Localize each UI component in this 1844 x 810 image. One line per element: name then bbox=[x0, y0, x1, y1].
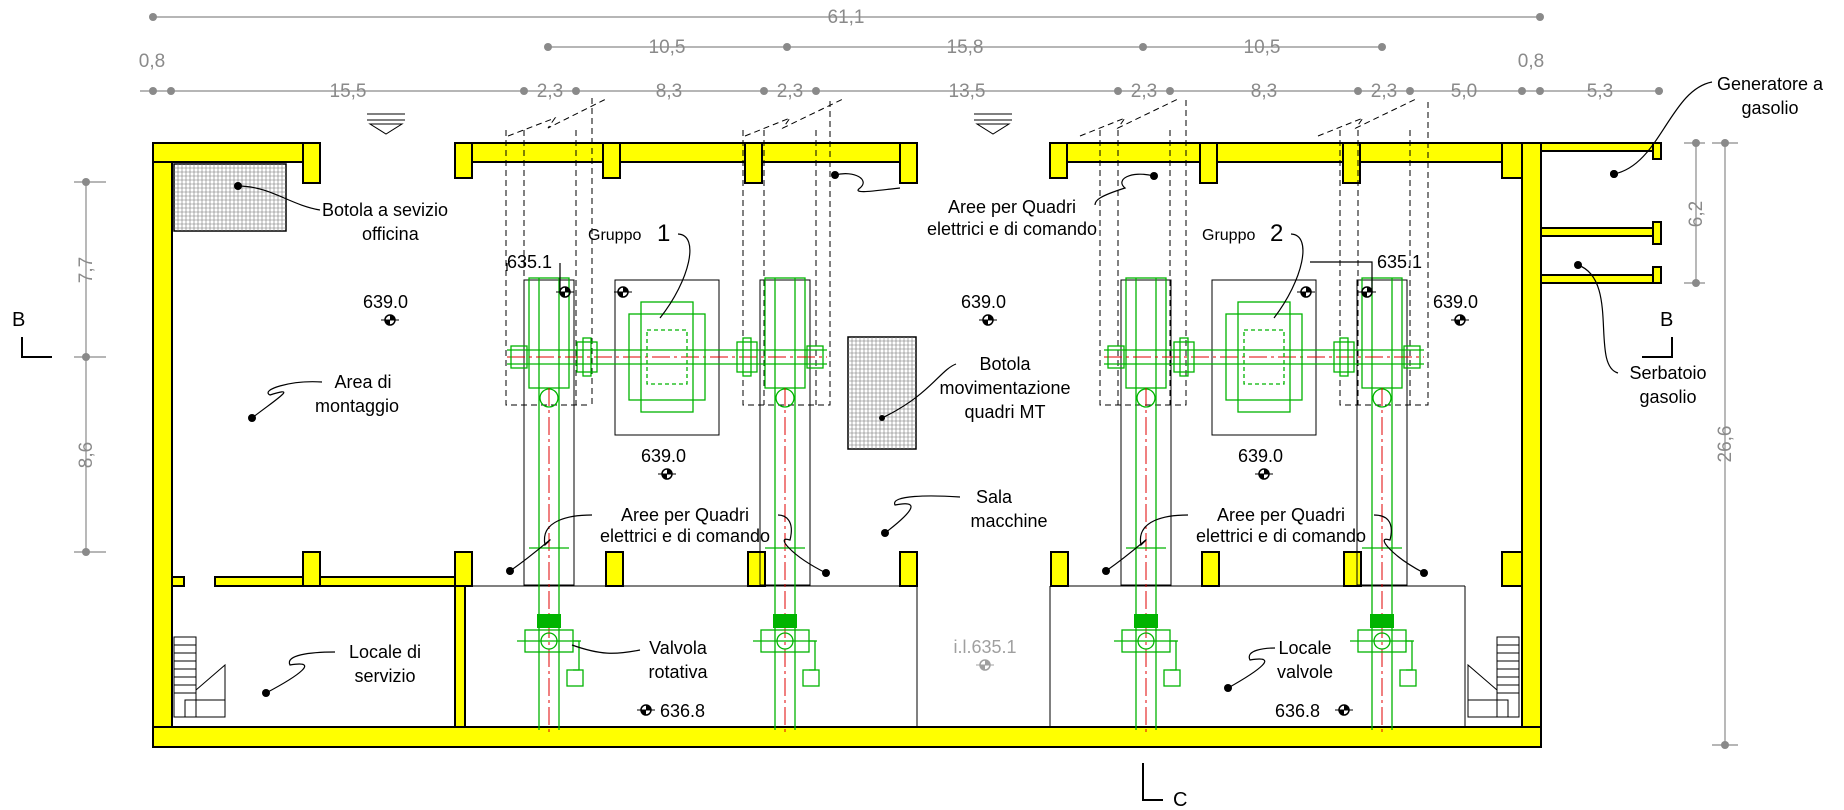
label-generatore-1: Generatore a bbox=[1717, 74, 1824, 94]
dim-right-total: 26,6 bbox=[1715, 426, 1736, 463]
label-gruppo-2-num: 2 bbox=[1270, 220, 1283, 247]
hatch-officina-icon bbox=[173, 163, 287, 232]
label-aree-right-2: elettrici e di comando bbox=[1196, 526, 1366, 546]
dim-r3-1: 15,5 bbox=[330, 81, 367, 102]
label-aree-top-2: elettrici e di comando bbox=[927, 219, 1097, 239]
level-639-c: 639.0 bbox=[1433, 292, 1478, 312]
turbine-unit bbox=[507, 277, 827, 735]
label-aree-left-1: Aree per Quadri bbox=[621, 505, 749, 525]
level-triangle-icon bbox=[367, 113, 405, 135]
label-serbatoio-2: gasolio bbox=[1639, 387, 1696, 407]
label-locale-servizio-2: servizio bbox=[354, 666, 415, 686]
elevation-marker-icon bbox=[1358, 286, 1376, 298]
dim-r3-11: 5,3 bbox=[1587, 81, 1613, 102]
turbine-units bbox=[507, 277, 1424, 735]
walls bbox=[152, 142, 1662, 748]
dimension-lines: 61,1 10,5 15,8 10,5 0,8 15,5 2,3 8,3 2,3… bbox=[74, 7, 1738, 749]
label-generatore-2: gasolio bbox=[1741, 98, 1798, 118]
label-botola-mt-2: movimentazione bbox=[939, 378, 1070, 398]
stair-icon bbox=[173, 636, 226, 718]
dim-right-small: 6,2 bbox=[1686, 201, 1707, 227]
label-botola-officina-1: Botola a sevizio bbox=[322, 200, 448, 220]
dashed-outlines bbox=[505, 97, 1429, 406]
dim-top-1: 10,5 bbox=[649, 37, 686, 58]
label-botola-mt-1: Botola bbox=[979, 354, 1031, 374]
level-636-right: 636.8 bbox=[1275, 701, 1320, 721]
dim-left-1: 7,7 bbox=[76, 257, 97, 283]
dim-top-3: 10,5 bbox=[1244, 37, 1281, 58]
elevations: 635.1 635.1 639.0 639.0 639.0 639.0 639.… bbox=[363, 252, 1478, 721]
dim-top-2: 15,8 bbox=[947, 37, 984, 58]
dim-r3-10: 0,8 bbox=[1518, 51, 1544, 72]
dim-r3-5: 13,5 bbox=[949, 81, 986, 102]
dim-r3-2: 2,3 bbox=[537, 81, 563, 102]
label-botola-officina-2: officina bbox=[362, 224, 420, 244]
label-sala-1: Sala bbox=[976, 487, 1013, 507]
level-markers-top bbox=[367, 113, 1012, 135]
section-b-left: B bbox=[12, 309, 25, 331]
elevation-markers bbox=[381, 261, 1469, 716]
level-635-right: 635.1 bbox=[1377, 252, 1422, 272]
level-639-b: 639.0 bbox=[961, 292, 1006, 312]
level-636-left: 636.8 bbox=[660, 701, 705, 721]
turbine-unit bbox=[1104, 277, 1424, 735]
dim-r3-9: 5,0 bbox=[1451, 81, 1477, 102]
label-botola-mt-3: quadri MT bbox=[964, 402, 1045, 422]
label-aree-left-2: elettrici e di comando bbox=[600, 526, 770, 546]
label-valvola-2: rotativa bbox=[648, 662, 708, 682]
dim-r3-4: 2,3 bbox=[777, 81, 803, 102]
dim-r3-3: 8,3 bbox=[656, 81, 682, 102]
elevation-marker-icon bbox=[1451, 314, 1469, 326]
hatch-mt-icon bbox=[847, 336, 917, 450]
dim-r3-6: 2,3 bbox=[1131, 81, 1157, 102]
level-639-d: 639.0 bbox=[641, 446, 686, 466]
label-area-montaggio-1: Area di bbox=[334, 372, 391, 392]
section-b-right: B bbox=[1660, 309, 1673, 331]
section-markers: B B C bbox=[12, 309, 1673, 810]
labels: Botola a sevizio officina Aree per Quadr… bbox=[234, 74, 1824, 697]
dim-r3-0: 0,8 bbox=[139, 51, 165, 72]
level-il635: i.l.635.1 bbox=[953, 637, 1016, 657]
label-valvola-1: Valvola bbox=[649, 638, 708, 658]
level-639-e: 639.0 bbox=[1238, 446, 1283, 466]
elevation-marker-icon bbox=[979, 314, 997, 326]
level-triangle-icon bbox=[974, 113, 1012, 135]
dim-r3-7: 8,3 bbox=[1251, 81, 1277, 102]
label-locale-servizio-1: Locale di bbox=[349, 642, 421, 662]
label-locale-valvole-1: Locale bbox=[1278, 638, 1331, 658]
elevation-marker-icon bbox=[614, 286, 632, 298]
elevation-marker-icon bbox=[637, 704, 655, 716]
stair-icon bbox=[1467, 636, 1520, 718]
label-sala-2: macchine bbox=[970, 511, 1047, 531]
label-gruppo-1-num: 1 bbox=[657, 220, 670, 247]
level-635-left: 635.1 bbox=[507, 252, 552, 272]
dim-total: 61,1 bbox=[828, 7, 865, 28]
label-aree-top-1: Aree per Quadri bbox=[948, 197, 1076, 217]
dim-r3-8: 2,3 bbox=[1371, 81, 1397, 102]
elevation-marker-icon bbox=[658, 468, 676, 480]
label-aree-right-1: Aree per Quadri bbox=[1217, 505, 1345, 525]
elevation-marker-icon bbox=[556, 286, 574, 298]
label-gruppo-2-word: Gruppo bbox=[1202, 227, 1255, 244]
dim-left-2: 8,6 bbox=[76, 442, 97, 468]
label-serbatoio-1: Serbatoio bbox=[1629, 363, 1706, 383]
section-c: C bbox=[1173, 789, 1187, 810]
elevation-marker-icon bbox=[1335, 704, 1353, 716]
elevation-marker-icon bbox=[381, 314, 399, 326]
level-639-a: 639.0 bbox=[363, 292, 408, 312]
elevation-marker-icon bbox=[976, 659, 994, 671]
elevation-marker-icon bbox=[1255, 468, 1273, 480]
label-locale-valvole-2: valvole bbox=[1277, 662, 1333, 682]
label-gruppo-1-word: Gruppo bbox=[588, 227, 641, 244]
elevation-marker-icon bbox=[1297, 286, 1315, 298]
label-area-montaggio-2: montaggio bbox=[315, 396, 399, 416]
